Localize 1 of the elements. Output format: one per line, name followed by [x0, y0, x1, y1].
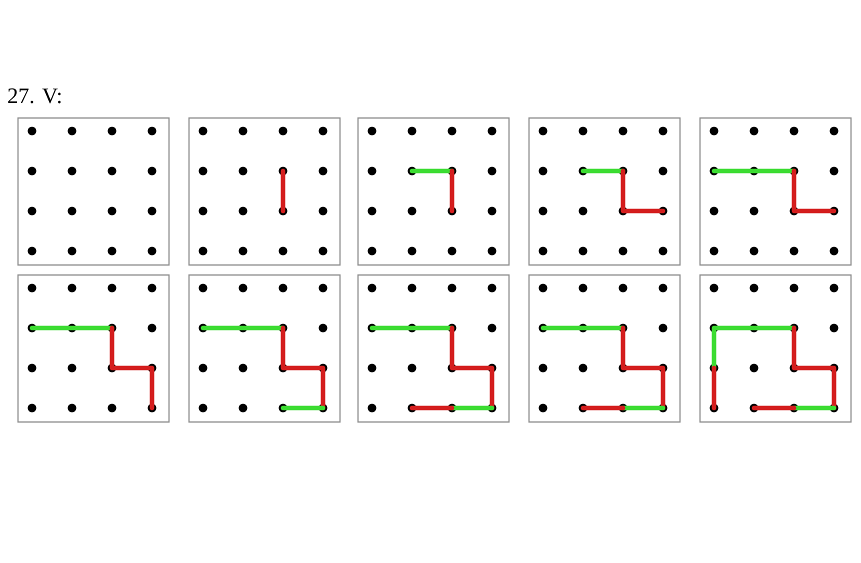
problem-number: 27. V: [8, 88, 61, 104]
